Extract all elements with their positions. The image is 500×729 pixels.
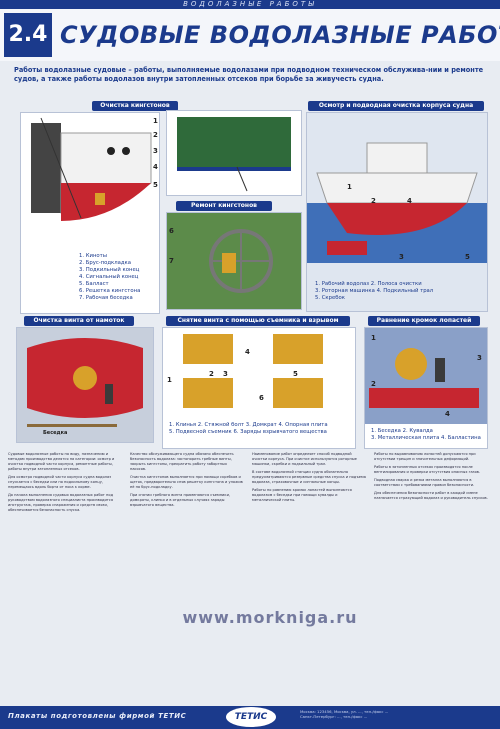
- top-strip: ВОДОЛАЗНЫЕ РАБОТЫ: [0, 0, 500, 9]
- propeller-hub-4: [273, 378, 323, 408]
- callout-7: 7: [169, 257, 174, 265]
- section-number: 2.4: [4, 13, 52, 57]
- blade-leveling-panel: 1 2 3 4 1. Беседка 2. Кувалда 3. Металли…: [364, 327, 488, 449]
- panel-title-propeller-cleaning: Очистка винта от намоток: [24, 316, 134, 326]
- panel-title-kingston-cleaning: Очистка кингстонов: [92, 101, 178, 111]
- intro-text: Работы водолазные судовые – работы, выпо…: [14, 66, 484, 83]
- propeller-removal-panel: 1 2 3 4 5 6 1. Клинья 2. Стяжной болт 3.…: [162, 327, 356, 449]
- blade-leveling-legend: 1. Беседка 2. Кувалда 3. Металлическая п…: [371, 428, 481, 441]
- callout-2: 2: [209, 370, 214, 378]
- callout-2: 2: [371, 380, 376, 388]
- bench-plank: [27, 424, 117, 427]
- footer: Плакаты подготовлены фирмой ТЕТИС ТЕТИС …: [0, 706, 500, 729]
- panel-title-blade-leveling: Равнение кромок лопастей: [368, 316, 480, 326]
- callout-4: 4: [245, 348, 250, 356]
- propeller: [395, 348, 427, 380]
- kingston-cleaning-panel: 1 2 3 4 5 1. Киноты 2. Брус-подкладка 3.…: [20, 112, 160, 314]
- header: 2.4 СУДОВЫЕ ВОДОЛАЗНЫЕ РАБОТЫ: [0, 9, 500, 61]
- callout-2: 2: [153, 131, 158, 139]
- callout-2: 2: [371, 197, 376, 205]
- text-column-2: Качество обслуживающего судна обязано об…: [130, 452, 243, 507]
- callout-6: 6: [169, 227, 174, 235]
- propeller-hub-1: [183, 334, 233, 364]
- kingston-cleaning-legend: 1. Киноты 2. Брус-подкладка 3. Подкильны…: [79, 253, 141, 301]
- callout-6: 6: [259, 394, 264, 402]
- footer-contacts: Москва: 123456, Москва, ул. ..., тел./фа…: [300, 709, 389, 719]
- callout-3: 3: [153, 147, 158, 155]
- propeller-hub-2: [273, 334, 323, 364]
- callout-4: 4: [445, 410, 450, 418]
- page-title: СУДОВЫЕ ВОДОЛАЗНЫЕ РАБОТЫ: [60, 21, 500, 49]
- propeller-hub-3: [183, 378, 233, 408]
- panel-title-propeller-removal: Снятие винта с помощью съемника и взрыво…: [166, 316, 350, 326]
- panel-title-kingston-repair: Ремонт кингстонов: [176, 201, 272, 211]
- bench-label: Беседка: [43, 430, 68, 436]
- watermark: www.morkniga.ru: [182, 608, 358, 627]
- callout-3: 3: [477, 354, 482, 362]
- diver-figure: [222, 253, 236, 273]
- callout-5: 5: [153, 181, 158, 189]
- kingston-repair-panel: 6 7: [166, 212, 302, 310]
- diver-figure: [105, 384, 113, 404]
- kingston-grating-panel: [166, 110, 302, 196]
- propeller-removal-legend: 1. Клинья 2. Стяжной болт 3. Домкрат 4. …: [169, 422, 328, 435]
- text-column-4: Работы по выравниванию лопастей допускаю…: [374, 452, 488, 500]
- callout-3: 3: [399, 253, 404, 261]
- stern-section: [369, 388, 479, 408]
- hull-inspection-panel: 1 2 3 4 5 1. Рабочий водолаз 2. Полоса о…: [306, 112, 488, 312]
- callout-1: 1: [167, 376, 172, 384]
- body-text: Судовые водолазные работы по виду, назна…: [8, 452, 492, 700]
- callout-4: 4: [153, 163, 158, 171]
- text-column-1: Судовые водолазные работы по виду, назна…: [8, 452, 115, 512]
- ship-bottom: [327, 203, 467, 235]
- callout-5: 5: [465, 253, 470, 261]
- callout-1: 1: [347, 183, 352, 191]
- diver-figure: [95, 193, 105, 205]
- ship-hull: [316, 172, 478, 204]
- propeller: [73, 366, 97, 390]
- callout-1: 1: [371, 334, 376, 342]
- diver-figure: [327, 241, 367, 255]
- callout-1: 1: [153, 117, 158, 125]
- footer-text: Плакаты подготовлены фирмой ТЕТИС: [8, 712, 187, 720]
- callout-4: 4: [407, 197, 412, 205]
- hull-bow: [31, 123, 61, 213]
- text-column-3: Наименование работ определяет способ под…: [252, 452, 366, 502]
- hull-plate: [177, 117, 291, 167]
- kingston-cleaning-illustration: [31, 117, 152, 221]
- hull-inspection-legend: 1. Рабочий водолаз 2. Полоса очистки 3. …: [315, 281, 434, 301]
- diver-figure: [435, 358, 445, 382]
- panel-title-hull-inspection: Осмотр и подводная очистка корпуса судна: [308, 101, 484, 111]
- callout-3: 3: [223, 370, 228, 378]
- propeller-cleaning-panel: Беседка: [16, 327, 154, 443]
- tetis-logo: ТЕТИС: [226, 707, 276, 727]
- hull-bottom: [61, 183, 151, 221]
- callout-5: 5: [293, 370, 298, 378]
